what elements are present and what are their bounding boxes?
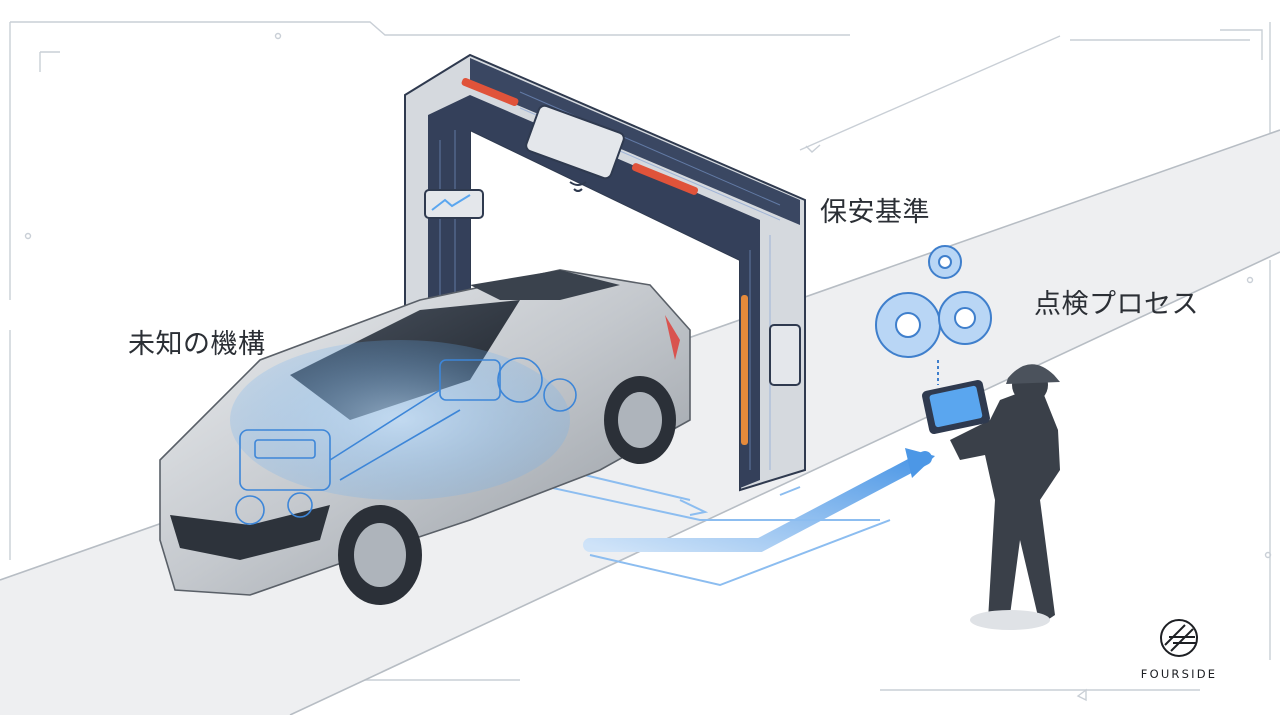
inspection-gantry	[404, 53, 806, 492]
fourside-logo-icon	[1160, 619, 1198, 657]
brand-logo: FOURSIDE	[1124, 617, 1234, 681]
label-unknown-mechanism: 未知の機構	[128, 329, 266, 360]
sports-car	[159, 269, 691, 605]
label-safety-standards: 保安基準	[820, 197, 930, 228]
brand-name: FOURSIDE	[1140, 667, 1218, 681]
inspector-figure	[922, 364, 1060, 630]
label-inspection-process: 点検プロセス	[1034, 289, 1199, 320]
gears-icon	[875, 245, 992, 385]
